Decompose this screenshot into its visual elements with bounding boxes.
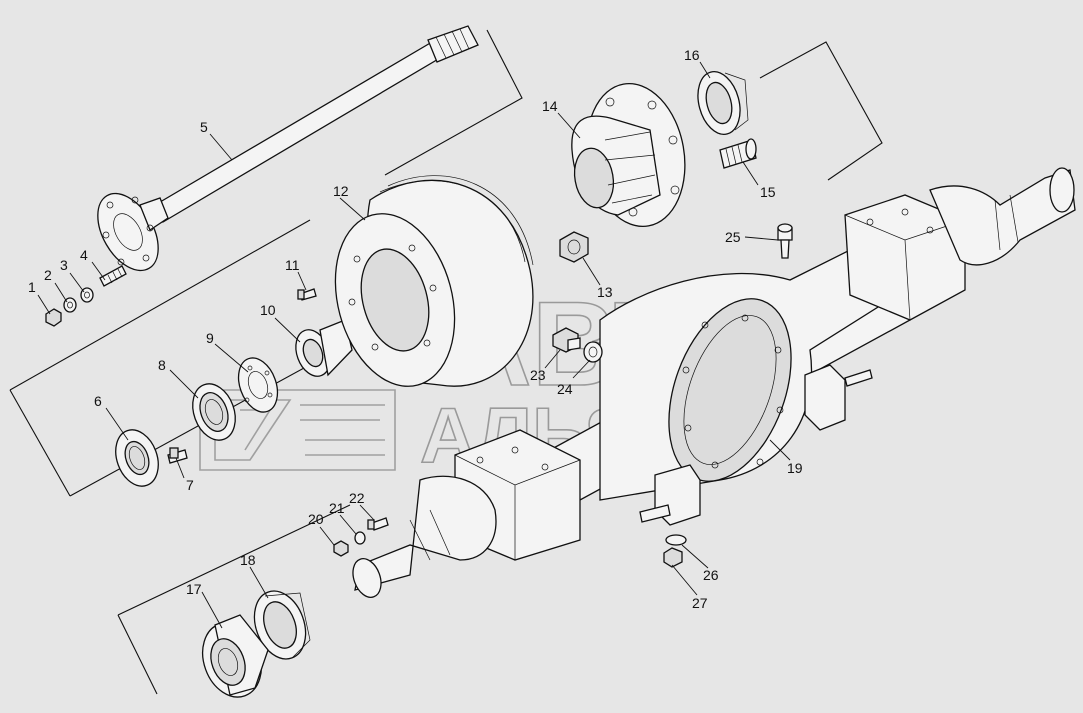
bearing-cup xyxy=(697,71,749,135)
callout-10: 10 xyxy=(260,302,276,318)
washer-2 xyxy=(63,297,77,313)
bearing-cup-18 xyxy=(253,590,311,660)
outer-bearing xyxy=(295,319,353,377)
washer-26 xyxy=(665,534,687,546)
callout-15: 15 xyxy=(760,184,776,200)
roller-bearing-17 xyxy=(202,614,269,698)
callout-9: 9 xyxy=(206,330,214,346)
group-bracket-shaft xyxy=(384,29,523,176)
callout-1: 1 xyxy=(28,279,36,295)
wheel-hub xyxy=(571,82,686,228)
callout-21: 21 xyxy=(329,500,345,516)
callout-labels: 1 2 3 4 5 6 7 8 9 10 11 12 13 14 15 16 1… xyxy=(28,47,803,611)
callout-5: 5 xyxy=(200,119,208,135)
callout-16: 16 xyxy=(684,47,700,63)
washer-21 xyxy=(354,531,366,545)
group-bracket-bottom xyxy=(117,504,351,695)
callout-11: 11 xyxy=(285,257,300,273)
brake-drum xyxy=(334,175,534,387)
callout-8: 8 xyxy=(158,357,166,373)
callout-26: 26 xyxy=(703,567,719,583)
inner-bearing xyxy=(192,383,236,441)
callout-22: 22 xyxy=(349,490,365,506)
callout-23: 23 xyxy=(530,367,546,383)
callout-27: 27 xyxy=(692,595,708,611)
nut-20 xyxy=(333,540,349,557)
callout-7: 7 xyxy=(186,477,194,493)
callout-24: 24 xyxy=(557,381,573,397)
axle-housing xyxy=(352,167,1076,598)
oil-seal xyxy=(115,429,159,487)
callout-12: 12 xyxy=(333,183,349,199)
drain-washer xyxy=(583,341,603,363)
nut-27 xyxy=(663,547,683,568)
axle-shaft xyxy=(97,25,479,272)
bolt-7 xyxy=(167,447,188,464)
callout-25: 25 xyxy=(725,229,741,245)
callout-2: 2 xyxy=(44,267,52,283)
bolt-22 xyxy=(367,517,389,531)
callout-20: 20 xyxy=(308,511,324,527)
leader-lines xyxy=(37,61,791,629)
wheel-stud xyxy=(719,138,757,169)
callout-4: 4 xyxy=(80,247,88,263)
screw-11 xyxy=(297,288,317,301)
callout-14: 14 xyxy=(542,98,558,114)
hub-nut xyxy=(559,231,589,263)
group-bracket-hub xyxy=(759,41,883,181)
breather-valve xyxy=(777,223,793,259)
callout-13: 13 xyxy=(597,284,613,300)
callout-17: 17 xyxy=(186,581,202,597)
stud-bolt xyxy=(99,265,127,287)
drain-plug xyxy=(552,327,581,353)
callout-3: 3 xyxy=(60,257,68,273)
callout-18: 18 xyxy=(240,552,256,568)
callout-19: 19 xyxy=(787,460,803,476)
callout-6: 6 xyxy=(94,393,102,409)
seal-flange xyxy=(237,357,279,413)
